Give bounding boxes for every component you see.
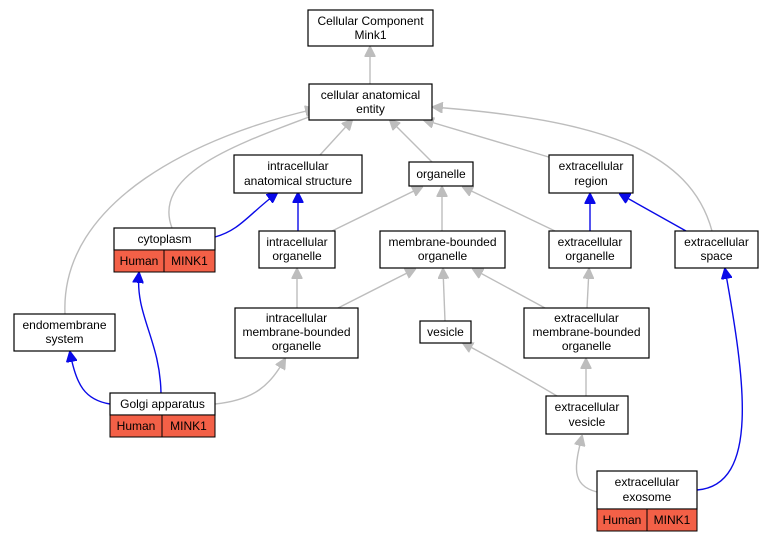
svg-text:extracellular: extracellular (615, 475, 680, 489)
svg-text:cytoplasm: cytoplasm (137, 232, 191, 246)
annotation-extracellular-exosome: Human MINK1 (596, 508, 698, 532)
svg-text:Cellular Component: Cellular Component (317, 14, 424, 28)
node-cellular-component-root[interactable]: Cellular Component Mink1 (307, 9, 434, 47)
node-extracellular-exosome[interactable]: extracellular exosome (596, 470, 698, 510)
svg-text:region: region (574, 174, 607, 188)
node-intracellular-membrane-bounded-organelle[interactable]: intracellular membrane-bounded organelle (234, 307, 359, 359)
edge-ecs-to-cae (433, 107, 713, 232)
svg-text:space: space (700, 249, 732, 263)
svg-text:extracellular: extracellular (554, 311, 619, 325)
annotation-gene: MINK1 (170, 419, 207, 433)
annotation-cytoplasm: Human MINK1 (113, 249, 216, 273)
svg-text:membrane-bounded: membrane-bounded (242, 325, 350, 339)
svg-text:organelle: organelle (272, 339, 322, 353)
svg-text:entity: entity (356, 102, 385, 116)
edge-ecv-to-vesicle (463, 343, 558, 397)
svg-text:extracellular: extracellular (684, 235, 749, 249)
edge-embo-to-eco (587, 269, 589, 309)
svg-text:extracellular: extracellular (558, 235, 623, 249)
node-organelle[interactable]: organelle (408, 161, 474, 187)
svg-text:cellular anatomical: cellular anatomical (321, 88, 420, 102)
svg-text:membrane-bounded: membrane-bounded (532, 325, 640, 339)
svg-text:intracellular: intracellular (267, 159, 328, 173)
edge-cytoplasm-to-ias (214, 193, 277, 238)
edges (64, 47, 744, 493)
svg-text:Golgi apparatus: Golgi apparatus (120, 397, 205, 411)
edge-golgi-to-imbo (214, 359, 285, 405)
node-extracellular-region[interactable]: extracellular region (548, 154, 634, 194)
edge-vesicle-to-mbo (443, 269, 445, 322)
node-golgi-apparatus[interactable]: Golgi apparatus (109, 392, 216, 416)
annotation-gene: MINK1 (654, 513, 691, 527)
annotation-species: Human (603, 513, 642, 527)
annotation-golgi-apparatus: Human MINK1 (109, 414, 216, 438)
annotation-species: Human (120, 254, 159, 268)
svg-text:intracellular: intracellular (266, 235, 327, 249)
edge-cytoplasm-to-cae (168, 112, 322, 229)
node-membrane-bounded-organelle[interactable]: membrane-bounded organelle (379, 230, 506, 269)
edge-ems-to-cae (64, 109, 315, 315)
node-extracellular-membrane-bounded-organelle[interactable]: extracellular membrane-bounded organelle (523, 307, 650, 359)
edge-eco-to-organelle (463, 187, 556, 232)
edge-exo-to-ecv (576, 436, 598, 493)
node-extracellular-vesicle[interactable]: extracellular vesicle (545, 395, 629, 435)
svg-text:organelle: organelle (272, 249, 322, 263)
svg-text:organelle: organelle (562, 339, 612, 353)
node-extracellular-space[interactable]: extracellular space (674, 230, 759, 269)
svg-text:intracellular: intracellular (266, 311, 327, 325)
edge-organelle-to-cae (390, 120, 433, 163)
node-endomembrane-system[interactable]: endomembrane system (13, 313, 116, 352)
svg-text:anatomical structure: anatomical structure (244, 174, 352, 188)
svg-text:membrane-bounded: membrane-bounded (388, 235, 496, 249)
svg-text:endomembrane: endomembrane (22, 318, 106, 332)
svg-text:exosome: exosome (623, 490, 672, 504)
annotation-species: Human (117, 419, 156, 433)
edge-golgi-to-cytoplasm (139, 273, 162, 394)
svg-text:organelle: organelle (418, 249, 468, 263)
node-vesicle[interactable]: vesicle (419, 320, 472, 344)
svg-text:extracellular: extracellular (559, 159, 624, 173)
svg-text:organelle: organelle (565, 249, 615, 263)
edge-ecs-to-ecr (620, 194, 687, 232)
node-cytoplasm[interactable]: cytoplasm (113, 227, 216, 251)
svg-text:vesicle: vesicle (569, 415, 606, 429)
annotation-gene: MINK1 (171, 254, 208, 268)
edge-io-to-organelle (331, 187, 422, 232)
node-intracellular-organelle[interactable]: intracellular organelle (258, 230, 336, 269)
edge-ias-to-cae (319, 120, 352, 156)
edge-ecr-to-cae (424, 120, 553, 159)
edge-golgi-to-ems (70, 352, 111, 405)
svg-text:extracellular: extracellular (555, 400, 620, 414)
node-cellular-anatomical-entity[interactable]: cellular anatomical entity (308, 83, 433, 121)
node-intracellular-anatomical-structure[interactable]: intracellular anatomical structure (233, 154, 363, 194)
nodes: Cellular Component Mink1 cellular anatom… (13, 9, 759, 532)
edge-embo-to-mbo (473, 269, 546, 309)
svg-text:organelle: organelle (416, 167, 466, 181)
edge-exo-to-ecs (696, 269, 744, 491)
node-extracellular-organelle[interactable]: extracellular organelle (548, 230, 632, 269)
svg-text:system: system (45, 332, 83, 346)
edge-imbo-to-mbo (337, 269, 415, 309)
svg-text:Mink1: Mink1 (354, 28, 386, 42)
svg-text:vesicle: vesicle (427, 325, 464, 339)
